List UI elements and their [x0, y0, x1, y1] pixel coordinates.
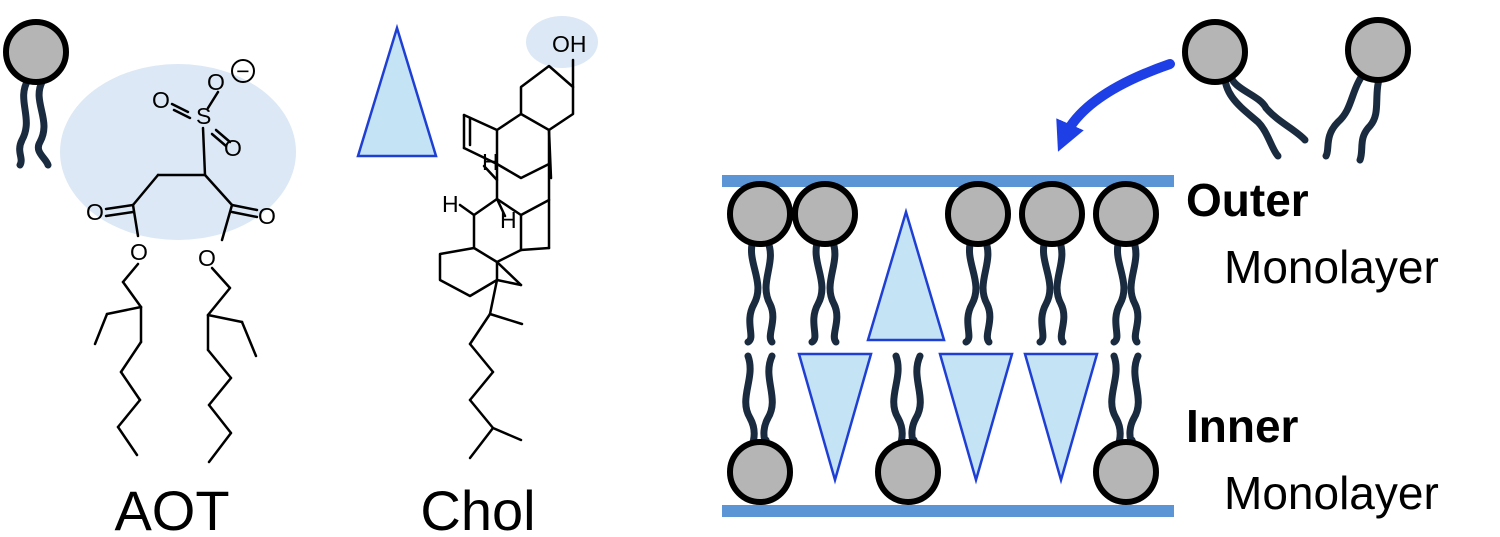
incoming-lipid-right — [1322, 17, 1411, 164]
inner-membrane-bar — [722, 505, 1174, 517]
inner-monolayer-heads — [727, 439, 1159, 505]
cholesterol-triangle-icon — [797, 352, 873, 485]
negative-charge-sign: − — [236, 58, 249, 84]
cholesterol-triangle-icon — [1023, 352, 1099, 485]
sulfonate-oxygen-left: O — [152, 87, 170, 113]
negative-charge-icon — [231, 59, 255, 83]
ester-oxygen-right: O — [198, 245, 216, 271]
hydrogen-atom-left: H — [442, 191, 459, 217]
insertion-arrow-icon — [1056, 59, 1175, 152]
carbonyl-oxygen-left: O — [86, 199, 104, 225]
bilayer-panel: Outer Monolayer Inner Monolayer — [722, 17, 1439, 519]
hydroxyl-group: OH — [552, 31, 587, 57]
aot-panel: S O O O − O O O O AOT — [3, 19, 296, 537]
chol-label: Chol — [420, 479, 535, 537]
sulfonate-oxygen-right: O — [224, 135, 242, 161]
hydrogen-atom-lower: H — [500, 207, 517, 233]
hydrogen-atom-upper: H — [482, 149, 499, 175]
cholesterol-triangle-icon — [866, 207, 946, 342]
hydroxyl-highlight — [526, 16, 598, 68]
cholesterol-triangle-icon — [938, 352, 1014, 485]
incoming-lipid-left — [1182, 19, 1309, 160]
lipid-icon — [3, 19, 69, 169]
cholesterol-structure: OH H H H — [438, 31, 587, 460]
bilayer-cholesterol — [797, 207, 1099, 485]
sulfonate-oxygen-top: O — [207, 69, 225, 95]
inner-label-monolayer: Monolayer — [1224, 467, 1439, 519]
outer-monolayer-heads — [727, 181, 1159, 247]
outer-label-monolayer: Monolayer — [1224, 241, 1439, 293]
carbonyl-oxygen-right: O — [258, 203, 276, 229]
inner-label-bold: Inner — [1186, 400, 1299, 452]
aot-structure: S O O O − O O O O — [86, 58, 276, 464]
aot-label: AOT — [114, 479, 229, 537]
outer-label-bold: Outer — [1186, 174, 1309, 226]
cholesterol-triangle-icon — [356, 23, 438, 158]
sulfur-atom: S — [196, 103, 211, 129]
chol-panel: OH H H H Chol — [356, 16, 598, 537]
outer-membrane-bar — [722, 175, 1174, 187]
ester-oxygen-left: O — [130, 239, 148, 265]
outer-monolayer-tails — [744, 236, 1142, 346]
aot-polar-head-highlight — [60, 64, 296, 240]
